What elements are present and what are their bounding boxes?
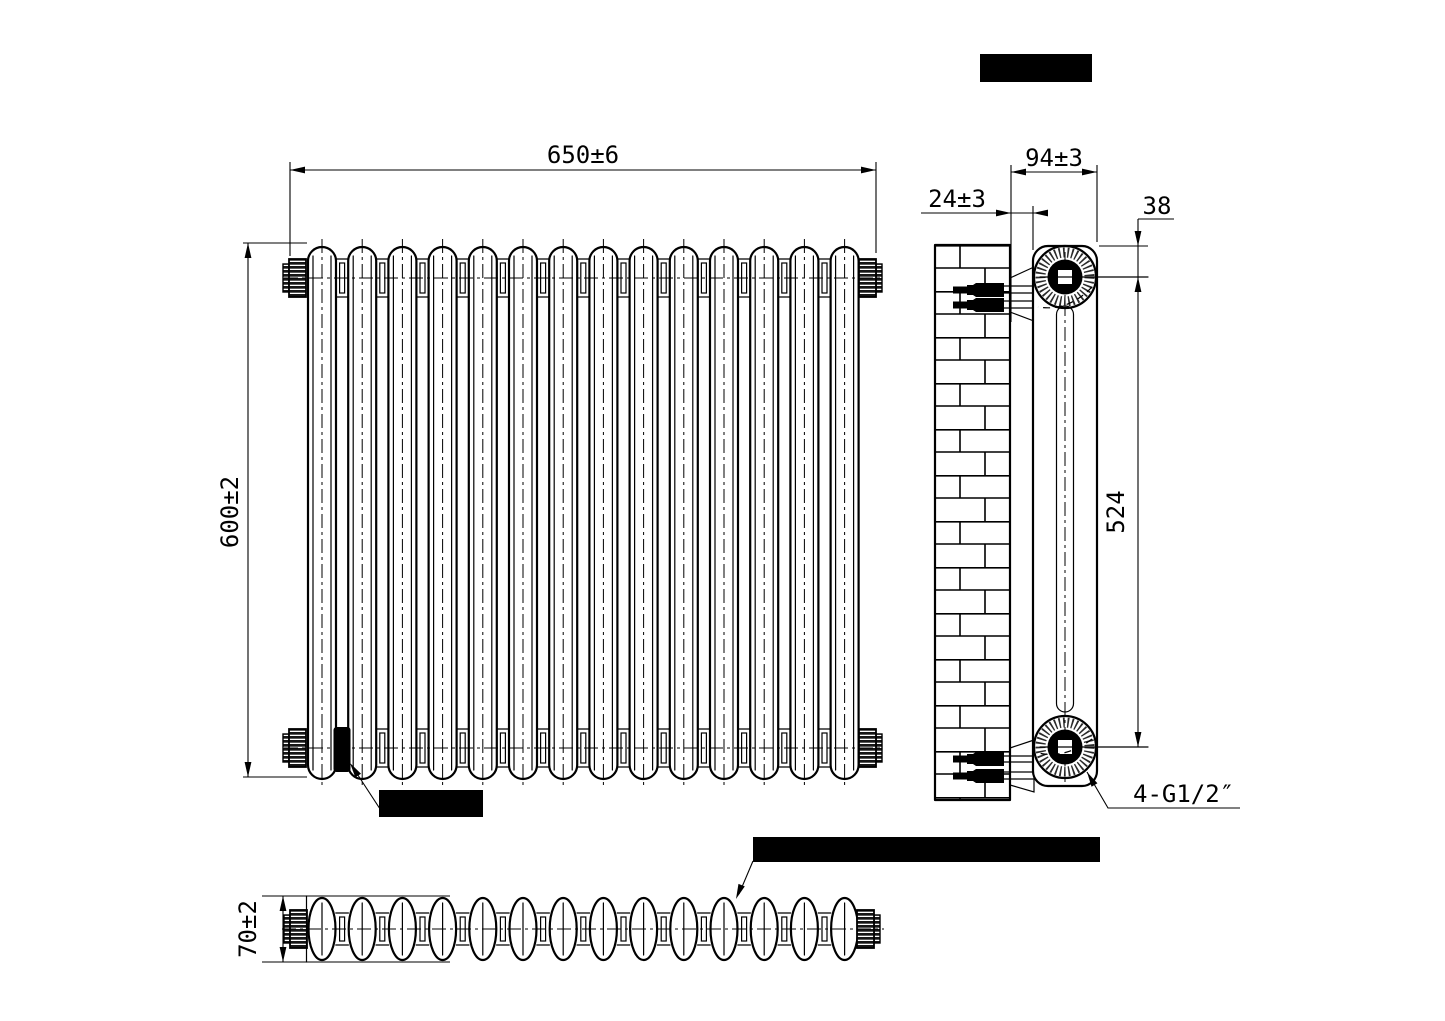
- redacted-label-plan: [753, 837, 1100, 862]
- dim-port-spacing-text: 524: [1102, 490, 1130, 533]
- dimension-front-width: 650±6: [289, 141, 877, 256]
- dimension-plan-depth: 70±2: [234, 895, 450, 963]
- bracket-plate-bottom: [1009, 739, 1035, 793]
- redacted-label-top: [980, 54, 1092, 82]
- dimension-wall-clearance: 24±3: [921, 185, 1048, 250]
- port-bottom: [1032, 714, 1149, 780]
- brick-wall: [933, 243, 1012, 802]
- dim-front-width-text: 650±6: [547, 141, 619, 169]
- dim-wall-clearance-text: 24±3: [928, 185, 986, 213]
- hidden-bracket-hook-bottom: [1037, 738, 1093, 755]
- port-top: [1032, 244, 1149, 310]
- plan-view: [282, 895, 884, 963]
- thread-spec-text: 4-G1/2″: [1133, 780, 1234, 808]
- anchor-bolts-bottom: [953, 752, 1034, 783]
- wall-bracket-front: [333, 727, 351, 772]
- thread-spec-callout: 4-G1/2″: [1084, 770, 1240, 809]
- dimension-top-offset-and-port-spacing: 38 524: [1102, 192, 1174, 747]
- redacted-labels: [347, 54, 1100, 901]
- front-view-sections: [306, 237, 860, 789]
- dimension-side-depth: 94±3: [1010, 144, 1098, 322]
- front-view: [282, 237, 883, 789]
- side-view: [933, 243, 1149, 802]
- dim-plan-depth-text: 70±2: [234, 900, 262, 958]
- dim-side-depth-text: 94±3: [1025, 144, 1083, 172]
- dim-top-offset-text: 38: [1143, 192, 1172, 220]
- redacted-label-bracket: [379, 790, 483, 817]
- anchor-bolts-top: [953, 283, 1034, 312]
- dim-front-height-text: 600±2: [216, 476, 244, 548]
- bracket-plate-top: [1009, 266, 1035, 322]
- dimension-front-height: 600±2: [216, 242, 307, 778]
- hidden-bracket-hook-top: [1037, 286, 1093, 309]
